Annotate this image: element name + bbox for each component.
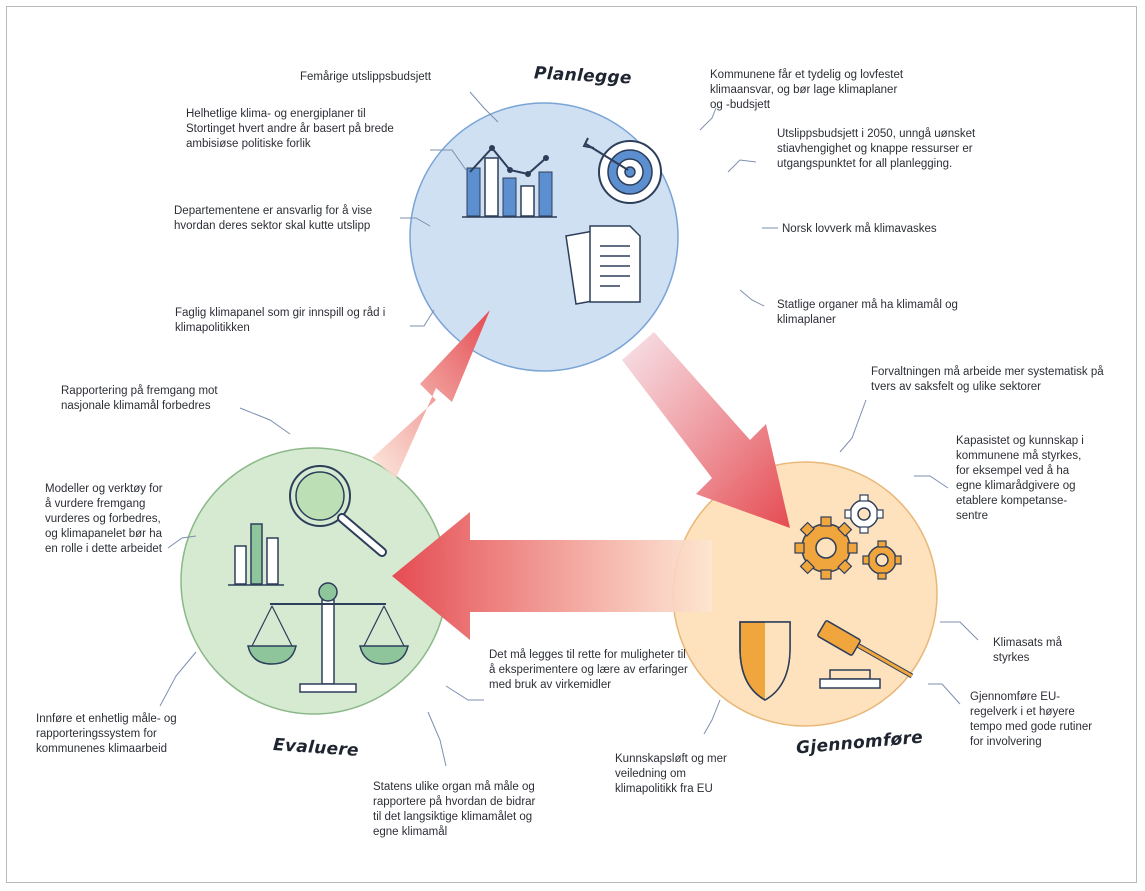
evaluate-label-2: Modeller og verktøy for å vurdere fremga…: [45, 483, 163, 555]
implement-label-1: Forvaltningen må arbeide mer systematisk…: [871, 366, 1104, 393]
plan-label-6: Utslippsbudsjett i 2050, unngå uønsket s…: [777, 128, 976, 170]
plan-label-1: Femårige utslippsbudsjett: [300, 71, 432, 83]
implement-label-4: Gjennomføre EU-regelverk i et høyere tem…: [970, 691, 1093, 748]
documents-icon: [565, 225, 641, 305]
evaluate-label-3: Innføre et enhetlig måle- og rapporterin…: [36, 713, 177, 755]
plan-label-7: Norsk lovverk må klimavaskes: [782, 223, 937, 235]
plan-label-8: Statlige organer må ha klimamål og klima…: [777, 299, 958, 326]
implement-label-2: Kapasistet og kunnskap i kommunene må st…: [956, 435, 1084, 522]
arrow-plan-to-implement: [622, 332, 790, 528]
gears-icon: [794, 494, 902, 580]
evaluate-label-5: Det må legges til rette for muligheter t…: [489, 649, 688, 691]
small-bar-chart-icon: [228, 523, 284, 586]
target-icon: [582, 137, 662, 204]
evaluate-leader-lines: [159, 407, 484, 767]
arrow-evaluate-to-plan: [372, 310, 490, 478]
evaluate-label-1: Rapportering på fremgang mot nasjonale k…: [61, 385, 218, 412]
plan-label-3: Departementene er ansvarlig for å vise h…: [174, 205, 373, 232]
plan-label-2: Helhetlige klima- og energiplaner til St…: [186, 108, 394, 150]
shield-icon: [739, 621, 791, 701]
implement-label-5: Kunnskapsløft og mer veiledning om klima…: [615, 753, 727, 795]
bar-chart-icon: [462, 145, 557, 218]
implement-circle: [672, 461, 938, 727]
evaluate-label-4: Statens ulike organ må måle og rapporter…: [373, 781, 536, 838]
plan-label-4: Faglig klimapanel som gir innspill og rå…: [175, 307, 386, 334]
implement-leader-lines: [703, 399, 979, 735]
gavel-icon: [817, 620, 914, 689]
implement-label-3: Klimasats må styrkes: [993, 637, 1063, 664]
arrow-implement-to-evaluate: [392, 512, 712, 640]
plan-label-5: Kommunene får et tydelig og lovfestet kl…: [710, 69, 904, 111]
plan-leader-lines: [400, 91, 778, 327]
magnifier-icon: [289, 465, 387, 557]
scales-icon: [247, 582, 409, 693]
